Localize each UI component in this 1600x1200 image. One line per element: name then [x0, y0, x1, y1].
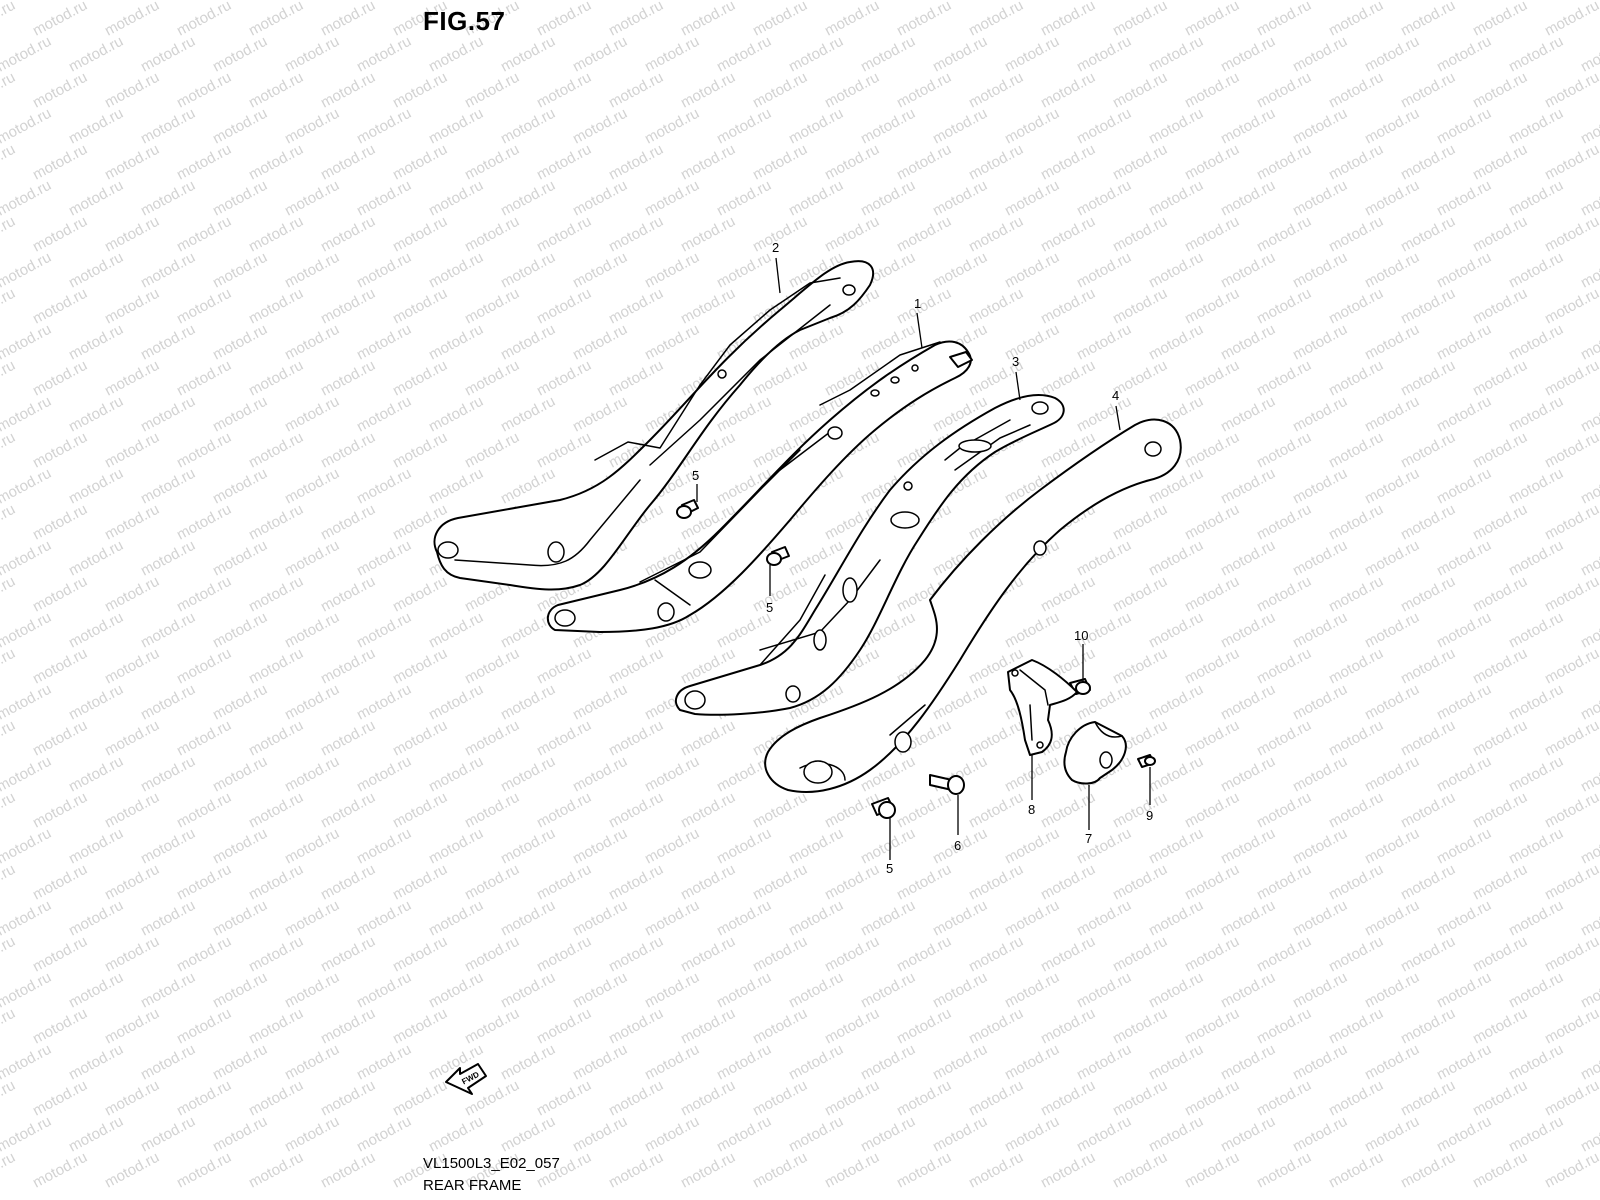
label-part-5-middle: 5: [766, 600, 773, 615]
fwd-arrow: FWD: [445, 1063, 487, 1095]
label-part-5-lower: 5: [886, 861, 893, 876]
part-2-frame-rail[interactable]: [433, 260, 875, 591]
label-part-5-upper: 5: [692, 468, 699, 483]
part-7-clamp[interactable]: [1063, 721, 1127, 785]
watermark-text: motod.ru: [1578, 0, 1600, 4]
label-part-4: 4: [1112, 388, 1119, 403]
figure-caption: REAR FRAME: [423, 1177, 522, 1194]
figure-code: VL1500L3_E02_057: [423, 1155, 560, 1172]
part-5-bolt-middle[interactable]: [766, 546, 790, 566]
label-part-9: 9: [1146, 808, 1153, 823]
label-part-3: 3: [1012, 354, 1019, 369]
part-8-mounting-plate[interactable]: [1007, 659, 1078, 756]
label-part-6: 6: [954, 838, 961, 853]
part-9-bolt[interactable]: [1137, 754, 1156, 768]
part-5-bolt-upper[interactable]: [676, 499, 699, 519]
part-5-bolt-lower[interactable]: [871, 797, 896, 819]
label-part-10: 10: [1074, 628, 1088, 643]
label-part-2: 2: [772, 240, 779, 255]
label-part-8: 8: [1028, 802, 1035, 817]
part-6-bolt[interactable]: [929, 774, 965, 795]
figure-title: FIG.57: [423, 6, 506, 36]
label-part-1: 1: [914, 296, 921, 311]
label-part-7: 7: [1085, 831, 1092, 846]
